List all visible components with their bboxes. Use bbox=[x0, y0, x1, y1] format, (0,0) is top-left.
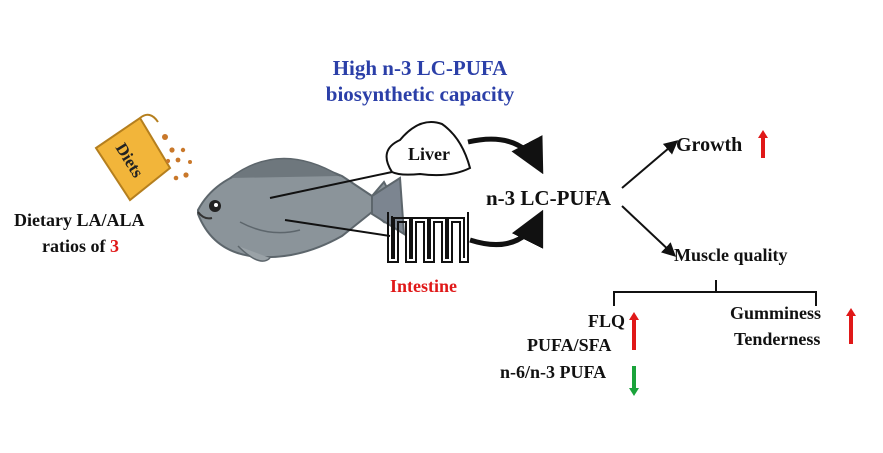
growth-label: Growth bbox=[676, 134, 743, 156]
intestine-to-hub-arrow bbox=[469, 209, 544, 249]
liver-to-hub-arrow bbox=[467, 135, 544, 175]
hub-label: n-3 LC-PUFA bbox=[486, 186, 612, 210]
pufa-sfa-label: PUFA/SFA bbox=[527, 335, 612, 355]
flq-pufa-up-arrow-icon bbox=[629, 312, 639, 350]
hub-to-growth-arrow bbox=[621, 140, 679, 189]
diet-text-line1: Dietary LA/ALA bbox=[14, 210, 145, 230]
fish-to-intestine-line bbox=[284, 219, 391, 237]
n6n3-down-arrow-icon bbox=[629, 366, 639, 396]
intestine-label: Intestine bbox=[390, 276, 457, 296]
gum-tender-up-arrow-icon bbox=[846, 308, 856, 344]
title-line1: High n-3 LC-PUFA bbox=[332, 56, 508, 80]
tilapia-fish-icon bbox=[197, 157, 406, 262]
fish-to-liver-line bbox=[269, 171, 393, 199]
title-line2: biosynthetic capacity bbox=[325, 82, 515, 106]
tenderness-label: Tenderness bbox=[734, 329, 821, 349]
hub-to-muscle-arrow bbox=[621, 205, 677, 257]
ratio-value: 3 bbox=[109, 236, 119, 256]
diet-text-line2: ratios of 3 bbox=[42, 236, 119, 256]
n6-n3-label: n-6/n-3 PUFA bbox=[500, 362, 607, 382]
flq-label: FLQ bbox=[588, 311, 626, 331]
muscle-quality-label: Muscle quality bbox=[674, 245, 788, 265]
feed-bag-icon: Diets bbox=[94, 113, 172, 202]
liver-outline-icon bbox=[385, 121, 472, 177]
pellets-icon bbox=[162, 134, 192, 181]
intestine-outline-icon bbox=[387, 212, 469, 263]
liver-label: Liver bbox=[408, 144, 450, 164]
gumminess-label: Gumminess bbox=[730, 303, 822, 323]
growth-up-arrow-icon bbox=[758, 130, 768, 158]
